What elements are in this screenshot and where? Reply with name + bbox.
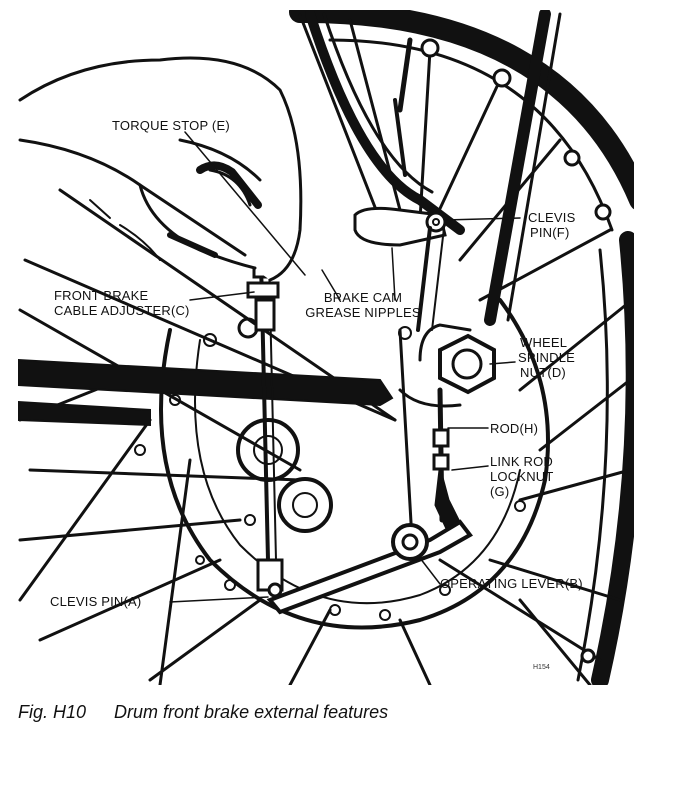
label-brake-cam-line2: GREASE NIPPLES — [305, 305, 421, 320]
label-front-brake-line1: FRONT BRAKE — [54, 288, 149, 303]
link-rod — [432, 387, 464, 538]
label-clevis-pin-f-line2: PIN(F) — [530, 225, 570, 240]
label-wheel-spindle-line3: NUT(D) — [520, 365, 566, 380]
label-rod-h: ROD(H) — [490, 421, 539, 436]
figure-caption: Fig. H10 Drum front brake external featur… — [18, 702, 388, 723]
label-link-rod-line1: LINK ROD — [490, 454, 554, 469]
grease-nipple-rod — [398, 326, 414, 542]
leader-lines — [169, 131, 521, 603]
spindle-nut — [398, 323, 496, 408]
torque-arm — [18, 358, 394, 427]
label-torque-stop: TORQUE STOP (E) — [112, 118, 230, 133]
label-operating-lever: OPERATING LEVER(B) — [440, 576, 583, 591]
label-wheel-spindle-line1: WHEEL — [520, 335, 568, 350]
figure-number: Fig. H10 — [18, 702, 87, 722]
figure-title: Drum front brake external features — [114, 702, 389, 722]
label-front-brake-line2: CABLE ADJUSTER(C) — [54, 303, 190, 318]
label-clevis-pin-f-line1: CLEVIS — [528, 210, 576, 225]
cam-lever — [353, 206, 447, 332]
label-link-rod-line3: (G) — [490, 484, 510, 499]
operating-lever — [266, 519, 473, 615]
label-clevis-pin-a: CLEVIS PIN(A) — [50, 594, 142, 609]
artist-mark: H154 — [533, 664, 550, 671]
mechanic-hand — [18, 56, 303, 282]
spoke-nipples — [420, 38, 612, 664]
label-link-rod-line2: LOCKNUT — [490, 469, 554, 484]
label-wheel-spindle-line2: SPINDLE — [518, 350, 576, 365]
label-brake-cam-line1: BRAKE CAM — [323, 290, 403, 305]
fork-stay — [305, 10, 562, 326]
